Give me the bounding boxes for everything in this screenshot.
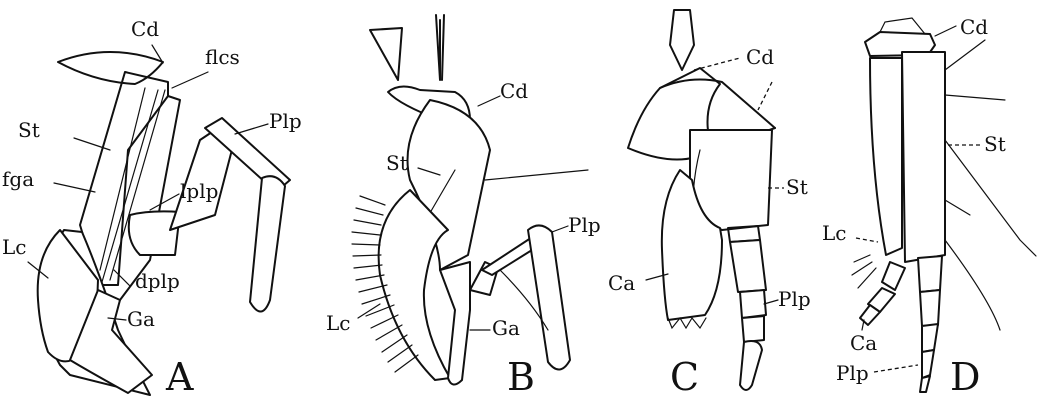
label-b-st: St: [386, 151, 408, 175]
label-c-plp: Plp: [778, 287, 811, 311]
label-b-ga: Ga: [492, 316, 520, 340]
label-d-plp: Plp: [836, 361, 869, 385]
label-b-lc: Lc: [326, 311, 350, 335]
label-a-cd: Cd: [131, 17, 159, 41]
label-c-cd: Cd: [746, 45, 774, 69]
panel-b: Cd St Plp Lc Ga B: [326, 15, 601, 398]
panel-d-letter: D: [950, 355, 980, 398]
label-d-st: St: [984, 132, 1006, 156]
label-d-cd: Cd: [960, 15, 988, 39]
label-c-st: St: [786, 175, 808, 199]
panel-a-drawing: [38, 52, 290, 395]
label-a-lplp: lplp: [180, 179, 218, 203]
panel-a-letter: A: [165, 355, 194, 398]
label-a-ga: Ga: [127, 307, 155, 331]
label-a-st: St: [18, 118, 40, 142]
label-b-plp: Plp: [568, 213, 601, 237]
panel-d: Cd St Lc Ca Plp D: [822, 15, 1036, 398]
label-a-plp: Plp: [269, 109, 302, 133]
label-a-flcs: flcs: [205, 45, 240, 69]
label-c-ca: Ca: [608, 271, 635, 295]
label-b-cd: Cd: [500, 79, 528, 103]
panel-b-drawing: [352, 15, 588, 385]
label-d-ca: Ca: [850, 331, 877, 355]
label-d-lc: Lc: [822, 221, 846, 245]
panel-a: Cd flcs St Plp fga lplp Lc dplp Ga A: [2, 17, 302, 398]
label-a-lc: Lc: [2, 235, 26, 259]
label-a-fga: fga: [2, 167, 34, 191]
panel-c-letter: C: [670, 355, 699, 398]
panel-d-drawing: [852, 18, 1036, 392]
panel-b-letter: B: [507, 355, 535, 398]
panel-c: Cd St Ca Plp C: [608, 10, 811, 398]
label-a-dplp: dplp: [135, 269, 180, 293]
